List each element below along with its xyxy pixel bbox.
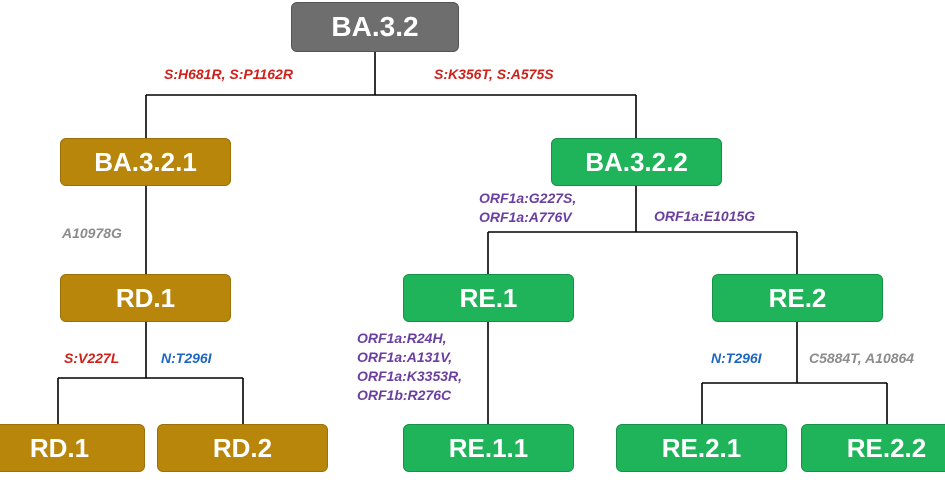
mutation-label: N:T296I [161,350,212,366]
mutations-re-1: ORF1a:G227S, ORF1a:A776V [479,189,576,227]
mutation-label: ORF1a:K3353R, [357,368,463,384]
mutation-label: S:H681R [164,66,222,82]
node-re-1-1: RE.1.1 [403,424,574,472]
mutation-label: A10978G [62,225,122,241]
mutation-label: N:T296I [711,350,762,366]
mutation-separator: , [221,66,230,82]
mutation-label: S:K356T [434,66,489,82]
mutation-label: S:A575S [496,66,554,82]
node-rd-2: RD.2 [157,424,328,472]
mutations-re-1-1: ORF1a:R24H, ORF1a:A131V, ORF1a:K3353R, O… [357,329,462,405]
node-ba-3-2-1: BA.3.2.1 [60,138,231,186]
node-re-2: RE.2 [712,274,883,322]
mutation-label: ORF1a:R24H, [357,330,447,346]
mutation-label: ORF1b:R276C [357,387,452,403]
mutation-label: ORF1a:G227S, [479,190,577,206]
node-re-1: RE.1 [403,274,574,322]
mutation-label: S:V227L [64,350,120,366]
mutation-label: A10864 [865,350,915,366]
node-rd-1-child: RD.1 [0,424,145,472]
node-ba-3-2: BA.3.2 [291,2,459,52]
mutations-rd-2: N:T296I [161,349,212,368]
mutation-separator: , [488,66,497,82]
mutations-rd-1: A10978G [62,224,122,243]
mutations-re-2-1: N:T296I [711,349,762,368]
mutation-label: C5884T [809,350,858,366]
mutations-ba-3-2-1: S:H681R, S:P1162R [164,65,293,84]
mutation-separator: , [857,350,866,366]
node-re-2-2: RE.2.2 [801,424,945,472]
node-re-2-1: RE.2.1 [616,424,787,472]
mutations-ba-3-2-2: S:K356T, S:A575S [434,65,554,84]
node-rd-1: RD.1 [60,274,231,322]
mutation-label: ORF1a:E1015G [654,208,756,224]
mutations-rd-1-child: S:V227L [64,349,119,368]
node-ba-3-2-2: BA.3.2.2 [551,138,722,186]
mutation-label: ORF1a:A131V, [357,349,453,365]
mutation-label: ORF1a:A776V [479,209,572,225]
mutations-re-2: ORF1a:E1015G [654,207,755,226]
mutations-re-2-2: C5884T, A10864 [809,349,914,368]
mutation-label: S:P1162R [229,66,293,82]
